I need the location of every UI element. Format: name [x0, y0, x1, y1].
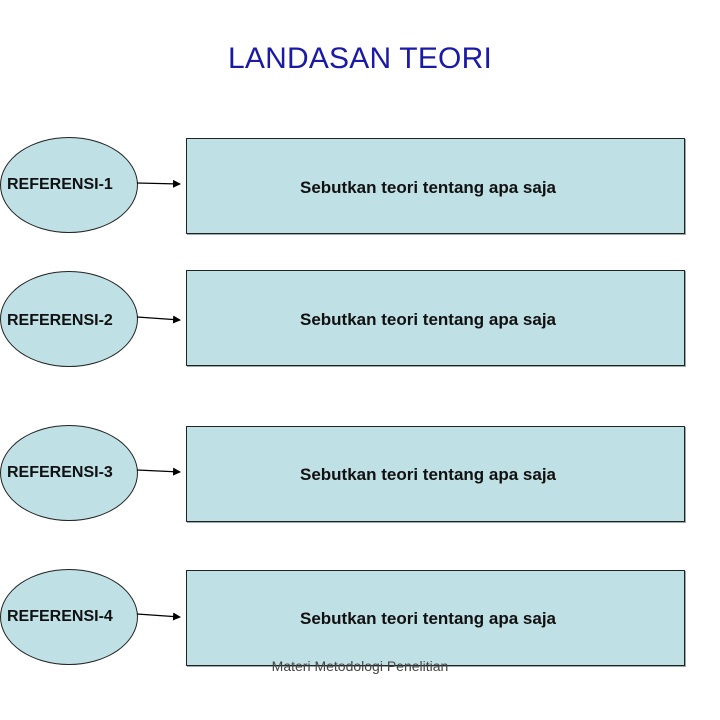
slide-title: LANDASAN TEORI	[228, 42, 492, 75]
theory-box-1: Sebutkan teori tentang apa saja	[186, 138, 685, 234]
reference-label-2: REFERENSI-2	[7, 312, 113, 329]
theory-text-2: Sebutkan teori tentang apa saja	[300, 310, 557, 329]
theory-text-4: Sebutkan teori tentang apa saja	[300, 609, 557, 628]
reference-label-4: REFERENSI-4	[7, 608, 113, 625]
theory-box-4: Sebutkan teori tentang apa saja	[186, 570, 685, 666]
arrow-3	[136, 467, 181, 476]
arrow-1	[136, 179, 181, 188]
theory-text-3: Sebutkan teori tentang apa saja	[300, 465, 557, 484]
reference-ellipse-3: REFERENSI-3	[0, 425, 138, 521]
theory-box-2: Sebutkan teori tentang apa saja	[186, 270, 685, 366]
reference-ellipse-1: REFERENSI-1	[0, 137, 138, 233]
reference-label-3: REFERENSI-3	[7, 464, 113, 481]
reference-ellipse-2: REFERENSI-2	[0, 271, 138, 367]
arrow-4	[136, 612, 181, 621]
theory-box-3: Sebutkan teori tentang apa saja	[186, 426, 685, 522]
reference-label-1: REFERENSI-1	[7, 176, 113, 193]
reference-ellipse-4: REFERENSI-4	[0, 569, 138, 665]
arrow-2	[136, 315, 181, 324]
theory-text-1: Sebutkan teori tentang apa saja	[300, 178, 557, 197]
footer-text: Materi Metodologi Penelitian	[271, 658, 449, 674]
